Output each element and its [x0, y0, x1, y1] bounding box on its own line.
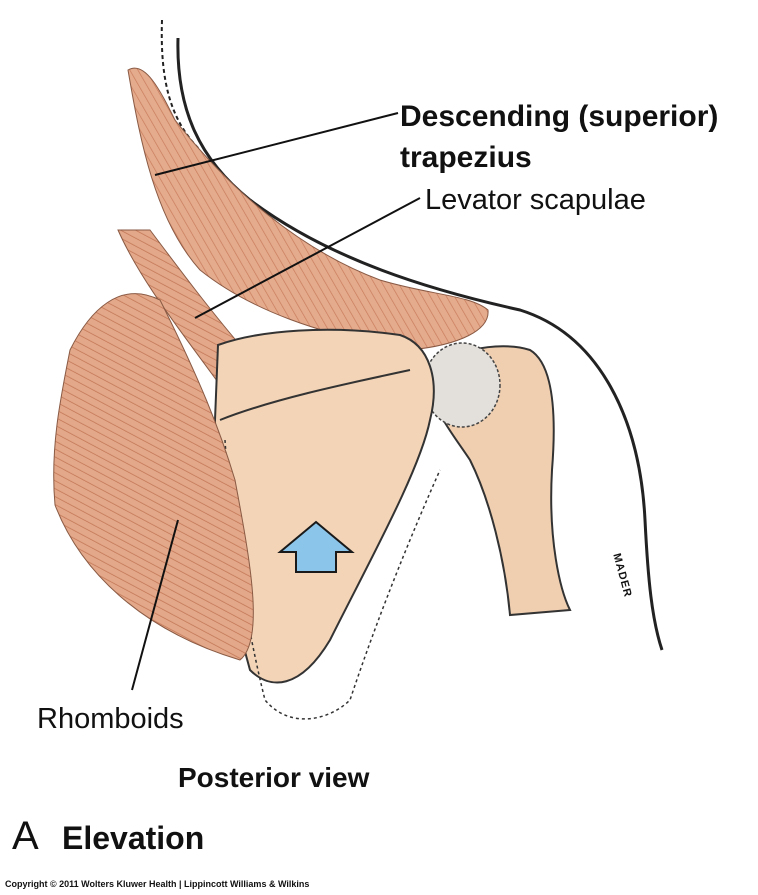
panel-letter: A [12, 814, 39, 858]
view-caption: Posterior view [178, 762, 370, 793]
levator-label: Levator scapulae [425, 184, 646, 216]
trapezius-label-line2: trapezius [400, 141, 532, 174]
scapular-spine [219, 369, 411, 421]
up-arrow-icon [277, 520, 355, 573]
rhomboids-label: Rhomboids [37, 703, 184, 735]
trapezius-muscle [127, 67, 489, 351]
scapula-start-outline [224, 439, 441, 720]
copyright-text: Copyright © 2011 Wolters Kluwer Health |… [5, 879, 310, 889]
levator-leader [194, 197, 421, 319]
humeral-head [423, 342, 501, 428]
trapezius-label: Descending (superior) [400, 100, 719, 133]
movement-title: Elevation [62, 820, 205, 856]
rhomboids-leader [131, 519, 179, 691]
body-outline [176, 37, 664, 651]
trapezius-leader [154, 112, 399, 176]
rhomboids-muscle [53, 293, 254, 661]
